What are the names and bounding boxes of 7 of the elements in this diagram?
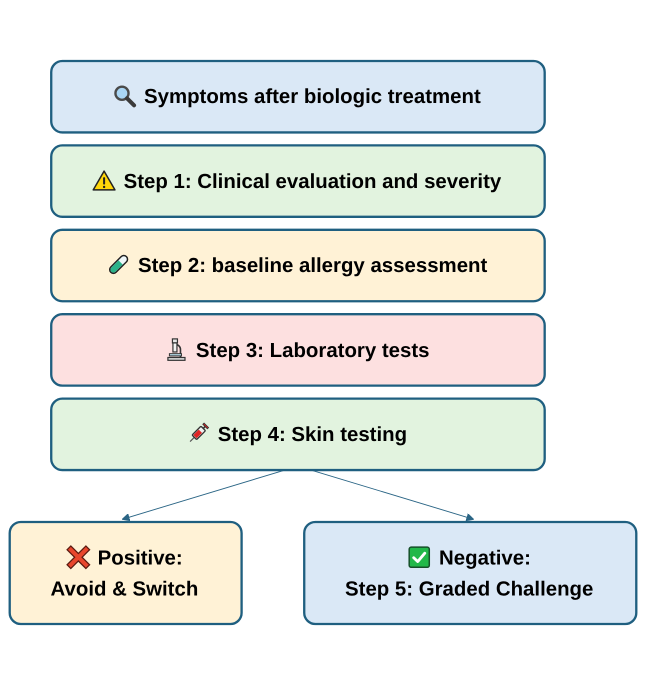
node-box: Step 3: Laboratory tests — [50, 313, 546, 387]
node-box: Symptoms after biologic treatment — [50, 60, 546, 134]
node-box: Step 2: baseline allergy assessment — [50, 228, 546, 302]
node-box: Negative: Step 5: Graded Challenge — [303, 520, 638, 626]
node-box: Positive: Avoid & Switch — [8, 520, 243, 626]
node-box: Step 4: Skin testing — [50, 397, 546, 472]
node-box: Step 1: Clinical evaluation and severity — [50, 144, 546, 218]
